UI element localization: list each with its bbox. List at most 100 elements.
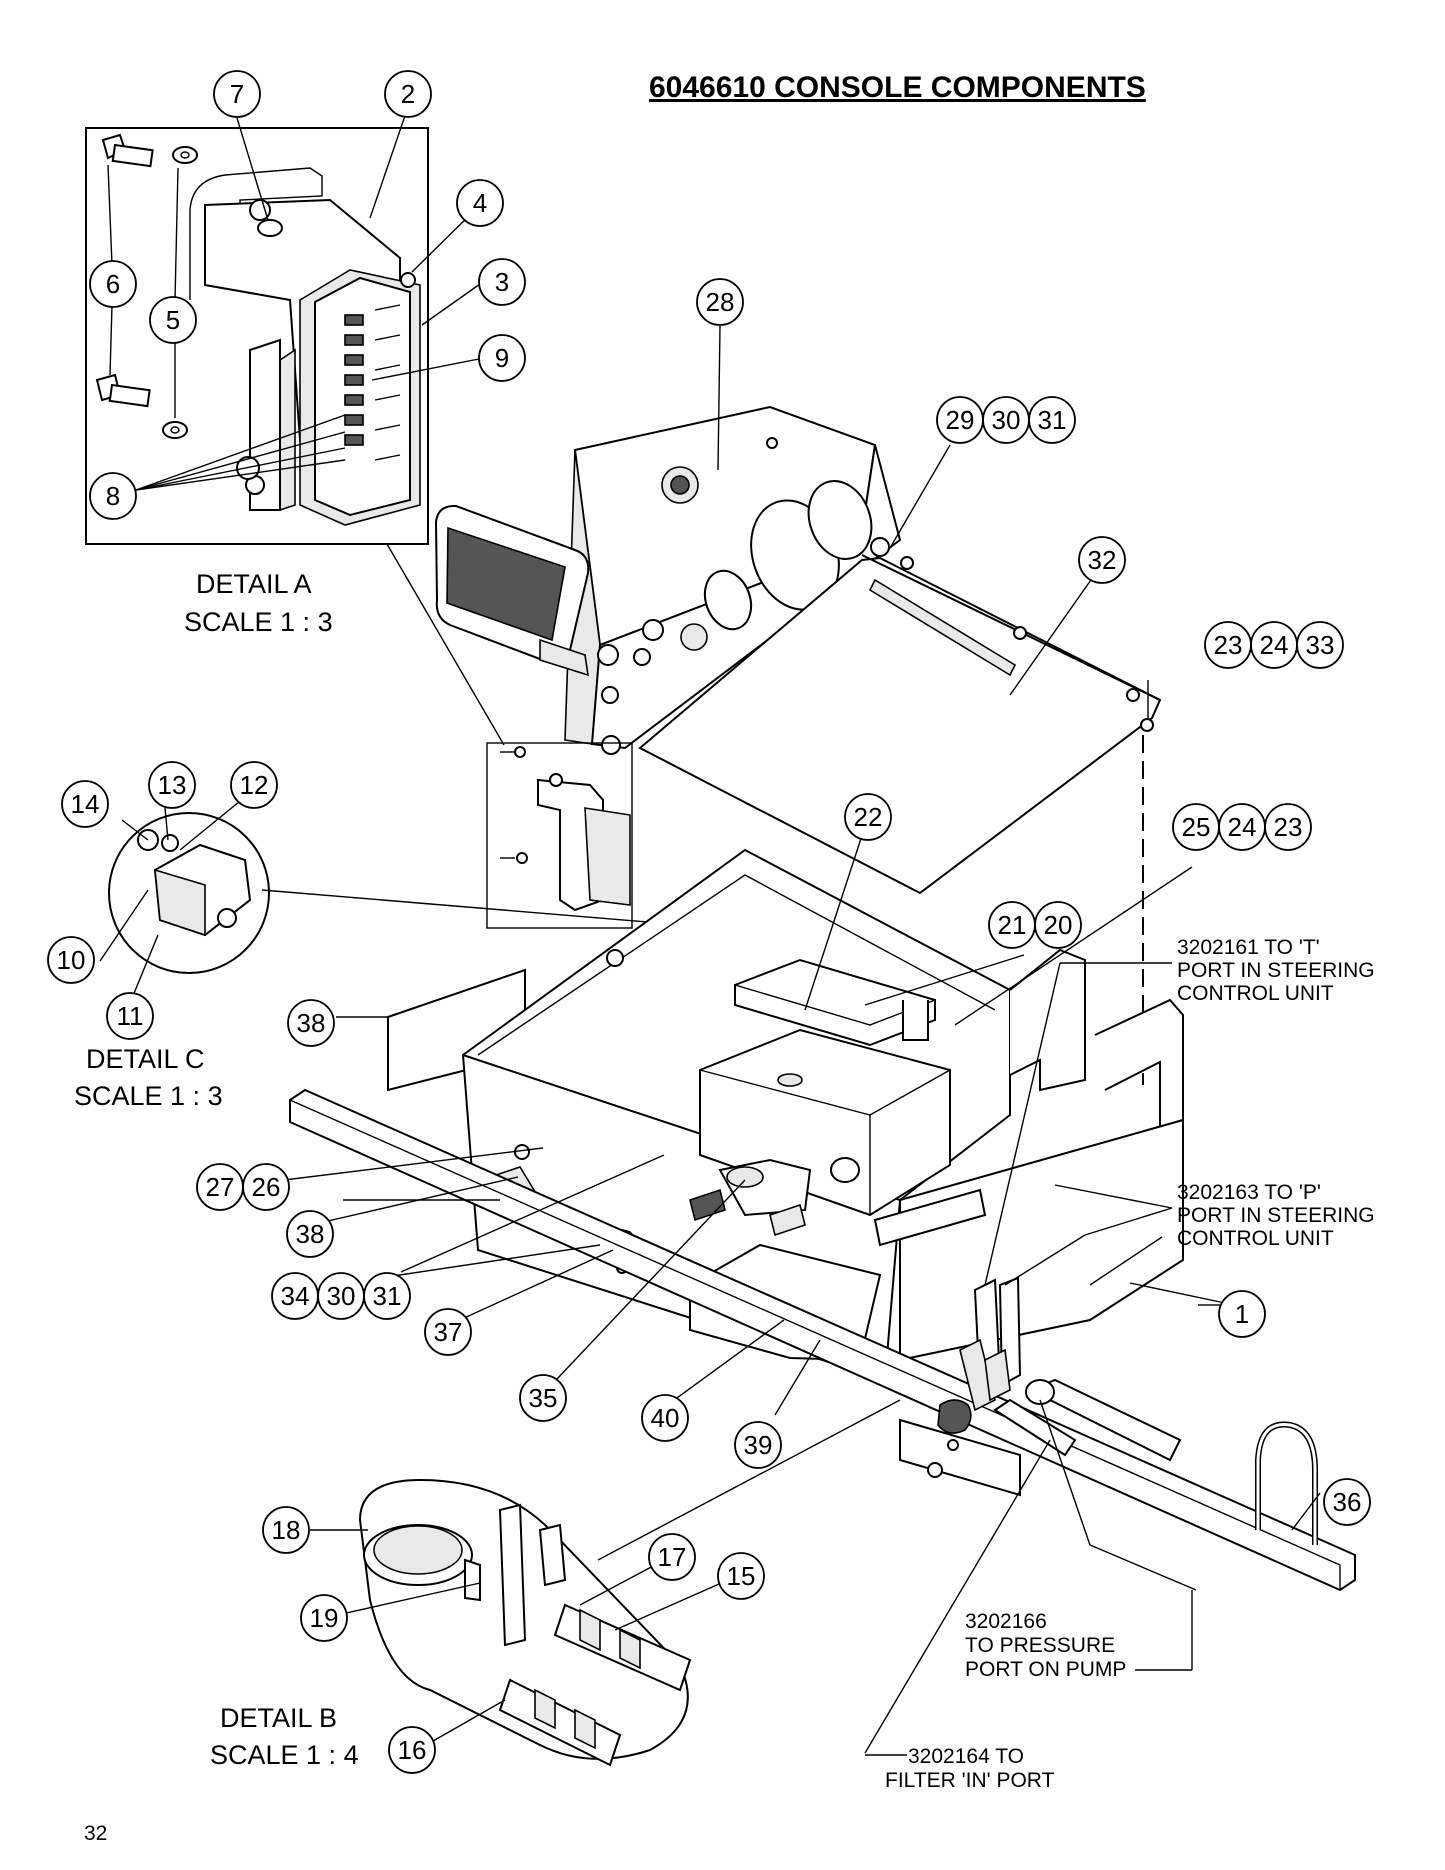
svg-text:19: 19 xyxy=(310,1603,339,1633)
callout-30b: 30 xyxy=(317,1272,365,1320)
callout-16: 16 xyxy=(388,1726,436,1774)
detail-a-view xyxy=(85,109,485,545)
callout-25: 25 xyxy=(1172,803,1220,851)
svg-text:40: 40 xyxy=(651,1403,680,1433)
callout-6: 6 xyxy=(89,260,137,308)
svg-text:1: 1 xyxy=(1235,1299,1249,1329)
svg-text:38: 38 xyxy=(296,1219,325,1249)
svg-text:15: 15 xyxy=(727,1561,756,1591)
callout-22: 22 xyxy=(844,793,892,841)
svg-text:31: 31 xyxy=(1038,405,1067,435)
callout-10: 10 xyxy=(47,936,95,984)
svg-text:30: 30 xyxy=(992,405,1021,435)
svg-text:7: 7 xyxy=(230,79,244,109)
callout-1: 1 xyxy=(1218,1290,1266,1338)
callout-7: 7 xyxy=(213,70,261,118)
svg-text:6: 6 xyxy=(106,269,120,299)
svg-text:12: 12 xyxy=(240,770,269,800)
svg-text:3: 3 xyxy=(495,267,509,297)
svg-text:22: 22 xyxy=(854,802,883,832)
callout-5: 5 xyxy=(149,296,197,344)
callout-17: 17 xyxy=(648,1533,696,1581)
callout-37: 37 xyxy=(424,1308,472,1356)
hydraulic-fittings xyxy=(937,1276,1182,1462)
svg-text:38: 38 xyxy=(297,1008,326,1038)
callout-36: 36 xyxy=(1323,1478,1371,1526)
callout-15: 15 xyxy=(717,1552,765,1600)
callout-31a: 31 xyxy=(1028,396,1076,444)
callout-2: 2 xyxy=(384,70,432,118)
filter-port-note-line1: 3202164 TO xyxy=(908,1745,1024,1768)
console-lid xyxy=(601,537,1162,1085)
svg-text:18: 18 xyxy=(272,1515,301,1545)
svg-text:32: 32 xyxy=(1088,545,1117,575)
svg-text:24: 24 xyxy=(1228,812,1257,842)
mounting-rail xyxy=(289,1088,1356,1592)
svg-text:4: 4 xyxy=(473,188,487,218)
callout-19: 19 xyxy=(300,1594,348,1642)
callout-27: 27 xyxy=(196,1163,244,1211)
callout-8: 8 xyxy=(89,472,137,520)
detail-a-label: DETAIL A xyxy=(196,569,312,599)
svg-text:29: 29 xyxy=(946,405,975,435)
detail-b-label: DETAIL B xyxy=(220,1703,337,1733)
svg-text:36: 36 xyxy=(1333,1487,1362,1517)
callout-21: 21 xyxy=(988,901,1036,949)
p-port-note-line2: PORT IN STEERING xyxy=(1177,1204,1375,1227)
svg-text:26: 26 xyxy=(252,1172,281,1202)
svg-text:14: 14 xyxy=(71,789,100,819)
svg-text:28: 28 xyxy=(706,287,735,317)
callout-35: 35 xyxy=(519,1374,567,1422)
detail-c-label: DETAIL C xyxy=(86,1044,205,1074)
svg-text:33: 33 xyxy=(1306,630,1335,660)
callout-24a: 24 xyxy=(1250,621,1298,669)
p-port-note-line3: CONTROL UNIT xyxy=(1177,1227,1334,1250)
svg-text:20: 20 xyxy=(1044,910,1073,940)
module-location-box xyxy=(486,742,633,929)
svg-text:30: 30 xyxy=(327,1281,356,1311)
callout-33: 33 xyxy=(1296,621,1344,669)
callout-18: 18 xyxy=(262,1506,310,1554)
t-port-note-line1: 3202161 TO 'T' xyxy=(1177,936,1320,959)
callout-12: 12 xyxy=(230,761,278,809)
svg-text:8: 8 xyxy=(106,481,120,511)
callout-14: 14 xyxy=(61,780,109,828)
callout-30a: 30 xyxy=(982,396,1030,444)
svg-text:23: 23 xyxy=(1274,812,1303,842)
t-port-note-line3: CONTROL UNIT xyxy=(1177,982,1334,1005)
filter-port-note-line2: FILTER 'IN' PORT xyxy=(885,1769,1055,1792)
callout-29: 29 xyxy=(936,396,984,444)
svg-text:13: 13 xyxy=(158,770,187,800)
callout-38a: 38 xyxy=(287,999,335,1047)
hose-notes: 3202161 TO 'T' PORT IN STEERING CONTROL … xyxy=(865,936,1375,1792)
callout-9: 9 xyxy=(478,334,526,382)
svg-text:35: 35 xyxy=(529,1383,558,1413)
detail-c-scale: SCALE 1 : 3 xyxy=(74,1081,223,1111)
callout-38b: 38 xyxy=(286,1210,334,1258)
callout-bubbles: 7 2 4 3 9 6 5 8 28 29 30 31 32 23 24 33 … xyxy=(47,70,1371,1774)
detail-b-scale: SCALE 1 : 4 xyxy=(210,1740,359,1770)
svg-text:5: 5 xyxy=(166,305,180,335)
detail-c-view xyxy=(99,796,721,1004)
callout-23a: 23 xyxy=(1204,621,1252,669)
svg-text:21: 21 xyxy=(998,910,1027,940)
callout-39: 39 xyxy=(734,1421,782,1469)
callout-23b: 23 xyxy=(1264,803,1312,851)
pressure-port-note-line1: 3202166 xyxy=(965,1610,1047,1633)
console-panel-housing xyxy=(434,405,902,750)
callout-28: 28 xyxy=(696,278,744,326)
svg-text:11: 11 xyxy=(117,1001,144,1031)
svg-text:31: 31 xyxy=(373,1281,402,1311)
svg-text:16: 16 xyxy=(398,1735,427,1765)
svg-text:25: 25 xyxy=(1182,812,1211,842)
callout-40: 40 xyxy=(641,1394,689,1442)
callout-34: 34 xyxy=(271,1272,319,1320)
svg-text:2: 2 xyxy=(401,79,415,109)
callout-32: 32 xyxy=(1078,536,1126,584)
t-port-note-line2: PORT IN STEERING xyxy=(1177,959,1375,982)
detail-a-scale: SCALE 1 : 3 xyxy=(184,607,333,637)
pressure-port-note-line2: TO PRESSURE xyxy=(965,1634,1115,1657)
svg-text:9: 9 xyxy=(495,343,509,373)
console-box xyxy=(461,848,1184,1382)
